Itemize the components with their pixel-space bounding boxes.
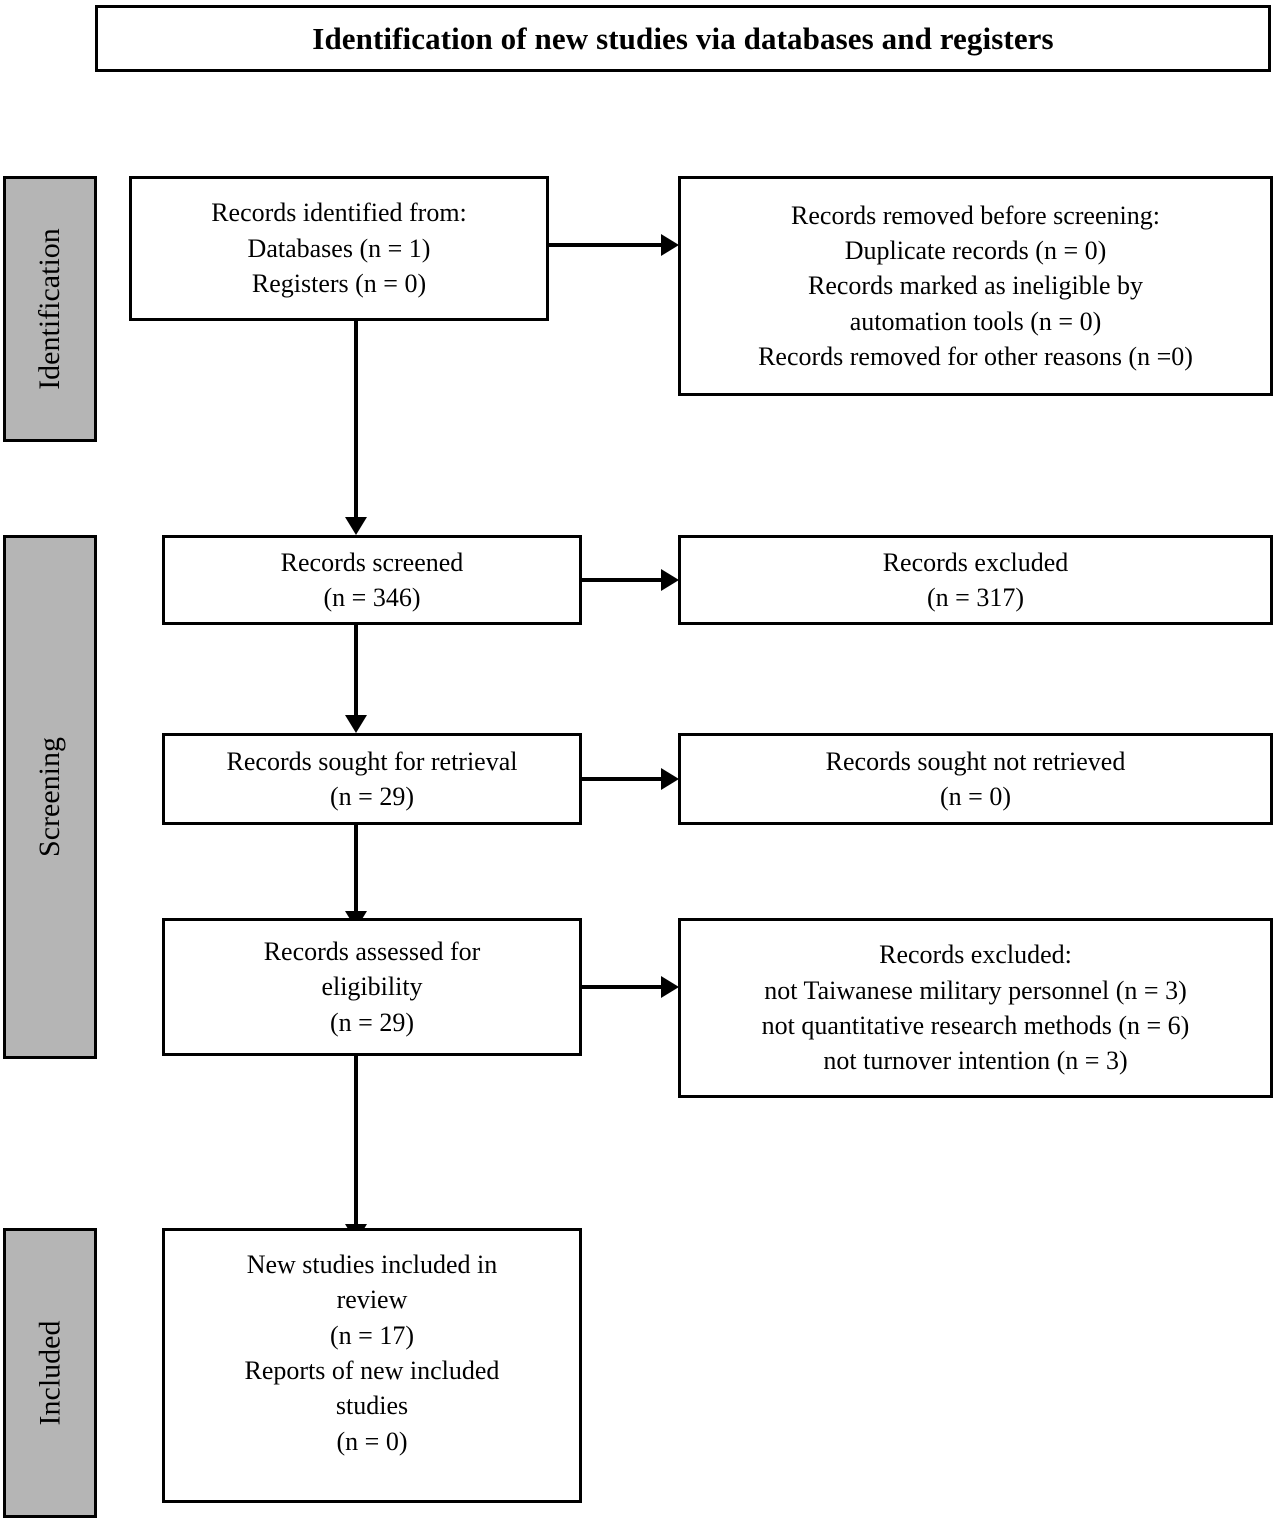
box-line: studies <box>335 1391 409 1421</box>
box-line: automation tools (n = 0) <box>849 306 1102 336</box>
phase-label-included: Included <box>33 1320 66 1426</box>
box-line: not quantitative research methods (n = 6… <box>761 1011 1190 1040</box>
box-line: Records sought for retrieval <box>226 746 518 776</box>
box-line: Records identified from: <box>211 198 467 228</box>
phase-bar-screening: Screening <box>3 535 97 1059</box>
phase-bar-included: Included <box>3 1228 97 1518</box>
arrowhead-screened-to-sought <box>345 715 367 733</box>
box-line: (n = 17) <box>330 1320 414 1350</box>
page-title: Identification of new studies via databa… <box>312 20 1054 56</box>
phase-label-screening: Screening <box>33 737 66 857</box>
arrowhead-screened-to-excluded <box>661 569 679 591</box>
connector-screened-to-sought <box>354 625 358 717</box>
box-records-removed: Records removed before screening: Duplic… <box>678 176 1273 396</box>
connector-assessed-to-excluded <box>582 985 661 989</box>
box-line: New studies included in <box>246 1250 498 1279</box>
box-line: Records sought not retrieved <box>825 746 1126 776</box>
box-records-screened: Records screened (n = 346) <box>162 535 582 625</box>
box-line: review <box>336 1285 408 1315</box>
box-line: Records excluded: <box>879 940 1072 970</box>
box-records-identified: Records identified from: Databases (n = … <box>129 176 549 321</box>
connector-identified-to-screened <box>354 321 358 519</box>
box-records-excluded-eligibility: Records excluded: not Taiwanese military… <box>678 918 1273 1098</box>
box-line: (n = 317) <box>927 583 1024 612</box>
arrowhead-identified-to-removed <box>661 234 679 256</box>
box-line: Records marked as ineligible by <box>807 271 1144 301</box>
connector-assessed-to-included <box>354 1056 358 1226</box>
box-records-excluded-screening: Records excluded (n = 317) <box>678 535 1273 625</box>
box-line: Records removed for other reasons (n =0) <box>758 342 1193 372</box>
box-line: Records screened <box>280 547 464 577</box>
box-line: eligibility <box>321 972 423 1002</box>
box-records-sought: Records sought for retrieval (n = 29) <box>162 733 582 825</box>
box-line: Reports of new included <box>244 1356 500 1386</box>
box-records-assessed: Records assessed for eligibility (n = 29… <box>162 918 582 1056</box>
diagram-title-banner: Identification of new studies via databa… <box>95 5 1271 72</box>
box-line: (n = 29) <box>330 1007 414 1037</box>
box-line: Records removed before screening: <box>791 200 1160 230</box>
box-line: not turnover intention (n = 3) <box>823 1046 1128 1076</box>
box-line: not Taiwanese military personnel (n = 3) <box>764 975 1187 1005</box>
box-line: (n = 0) <box>940 782 1011 811</box>
box-line: Duplicate records (n = 0) <box>844 235 1107 265</box>
box-line: (n = 346) <box>323 583 421 612</box>
phase-bar-identification: Identification <box>3 176 97 442</box>
arrowhead-sought-to-not-retrieved <box>661 768 679 790</box>
connector-sought-to-assessed <box>354 825 358 913</box>
connector-screened-to-excluded <box>582 578 661 582</box>
box-line: Registers (n = 0) <box>251 269 427 299</box>
box-line: Records excluded <box>882 547 1069 577</box>
arrowhead-identified-to-screened <box>345 517 367 535</box>
box-line: (n = 0) <box>336 1426 408 1456</box>
arrowhead-assessed-to-excluded <box>661 976 679 998</box>
box-line: Databases (n = 1) <box>247 233 431 263</box>
connector-identified-to-removed <box>549 243 661 247</box>
box-line: (n = 29) <box>330 782 414 811</box>
box-records-not-retrieved: Records sought not retrieved (n = 0) <box>678 733 1273 825</box>
phase-label-identification: Identification <box>33 228 67 390</box>
connector-sought-to-not-retrieved <box>582 777 661 781</box>
box-new-studies-included: New studies included in review (n = 17) … <box>162 1228 582 1503</box>
box-line: Records assessed for <box>263 936 481 966</box>
